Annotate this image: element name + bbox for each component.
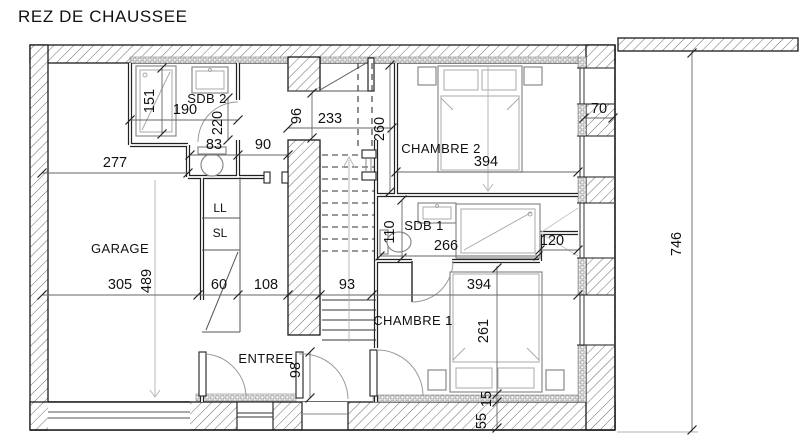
dim-60: 60: [211, 277, 227, 293]
laundry-closet: LL SL: [202, 177, 241, 333]
bed-chambre2: [417, 65, 543, 173]
axis-lines: [149, 65, 494, 398]
doors: [197, 101, 454, 400]
shower-sdb2: [135, 65, 177, 137]
right-wall-windows: [577, 45, 616, 430]
upper-floor-edge: [357, 63, 373, 148]
label-chambre2: CHAMBRE 2: [401, 141, 480, 156]
dim-90: 90: [255, 137, 271, 153]
sdb1-door-arc: [411, 260, 454, 303]
dim-233: 233: [318, 111, 342, 127]
dim-98: 98: [288, 362, 304, 378]
dim-93: 93: [339, 277, 355, 293]
garage-door-opening: [48, 402, 190, 430]
dim-15: 15: [479, 391, 495, 407]
label-sl: SL: [213, 226, 228, 240]
dimension-labels: 151 190 220 83 90 96 233 260 70 277 305 …: [103, 89, 685, 429]
entry-window: [236, 401, 274, 431]
toilet-wc: [197, 146, 227, 177]
dim-394-chambre2: 394: [474, 154, 498, 170]
chambre1-door-arc: [376, 349, 424, 397]
dimension-lines: [36, 47, 698, 436]
bed-chambre1: [427, 271, 565, 393]
label-chambre1: CHAMBRE 1: [373, 313, 452, 328]
dim-746: 746: [669, 232, 685, 256]
label-entree: ENTREE: [238, 351, 293, 366]
dim-190: 190: [173, 102, 197, 118]
dim-110: 110: [382, 220, 398, 243]
staircase: [287, 56, 376, 342]
dim-120: 120: [540, 233, 564, 249]
sink-sdb2: [191, 66, 229, 94]
chambre2-door-jamb: [361, 149, 377, 159]
label-garage: GARAGE: [91, 241, 149, 256]
label-ll: LL: [213, 201, 227, 215]
dim-394-chambre1: 394: [467, 277, 491, 293]
dim-220: 220: [210, 111, 226, 135]
plan-title: REZ DE CHAUSSEE: [18, 7, 188, 26]
dim-266: 266: [434, 238, 458, 254]
front-door-arc: [298, 353, 349, 400]
garden-wall: [617, 37, 799, 52]
sink-sdb1: [417, 202, 457, 224]
exterior-openings: [30, 45, 616, 431]
chambre2-door-jamb: [361, 171, 377, 181]
dim-305: 305: [108, 277, 132, 293]
room-labels: GARAGE SDB 2 SDB 1 CHAMBRE 2 CHAMBRE 1 E…: [91, 91, 480, 366]
wall-left: [29, 44, 49, 431]
label-sdb2: SDB 2: [187, 91, 227, 106]
closet-door-leaf: [198, 351, 207, 397]
dim-260: 260: [372, 117, 388, 141]
dim-70: 70: [591, 101, 607, 117]
dim-83: 83: [206, 137, 222, 153]
closet-door-arc: [205, 353, 247, 399]
dim-151: 151: [142, 89, 158, 113]
toilet-sdb1: [379, 229, 412, 255]
dim-108: 108: [254, 277, 278, 293]
wc-door-jamb: [263, 171, 271, 184]
fixtures: [135, 65, 579, 393]
label-sdb1: SDB 1: [404, 218, 444, 233]
dim-55: 55: [474, 413, 490, 429]
shower-sdb1: [455, 203, 579, 259]
dim-489: 489: [139, 269, 155, 293]
sdb2-door-arc: [197, 101, 239, 143]
front-door-opening: [302, 402, 348, 430]
stair-wall: [287, 139, 321, 336]
dim-277: 277: [103, 155, 127, 171]
stair-pier-top: [287, 56, 321, 92]
front-door-leaf: [295, 351, 304, 399]
wc-door-jamb: [281, 171, 289, 184]
stair-up-arrow: [342, 156, 356, 169]
dim-96: 96: [289, 108, 305, 124]
dim-261: 261: [476, 319, 492, 343]
chambre1-door-leaf: [369, 349, 378, 397]
